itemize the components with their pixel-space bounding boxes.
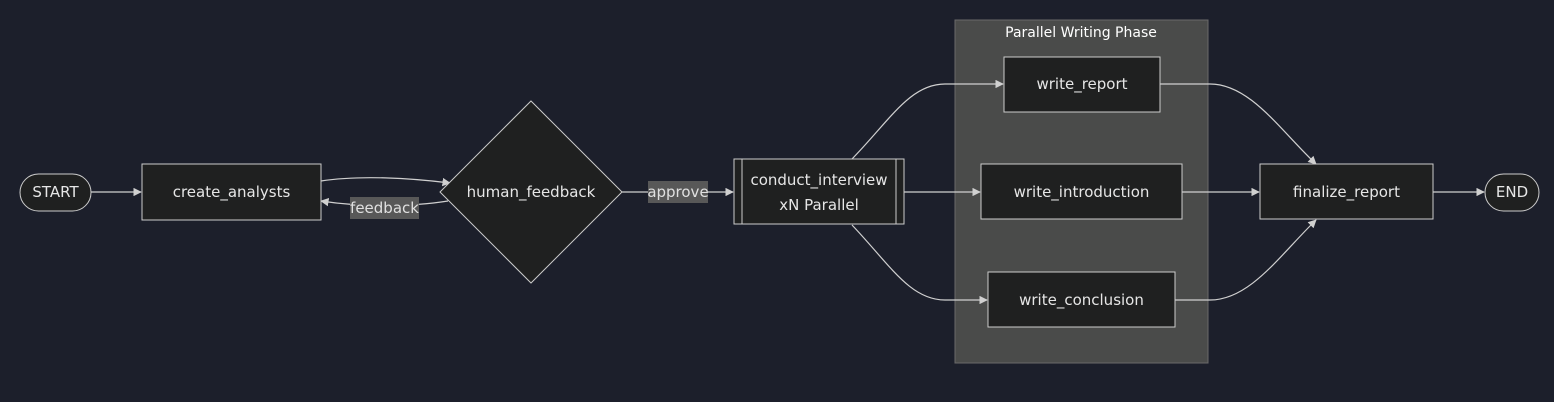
edge-write-report-to-finalize-report (1160, 83, 1317, 165)
node-finalize-report[interactable]: finalize_report (1259, 163, 1434, 220)
node-finalize-report-label: finalize_report (1293, 183, 1400, 202)
node-end[interactable]: END (1484, 173, 1540, 212)
edge-create-analysts-to-human-feedback (320, 177, 451, 187)
node-create-analysts[interactable]: create_analysts (141, 163, 322, 221)
edge-conduct-interview-to-write-conclusion (851, 224, 988, 305)
edge-label-feedback-text: feedback (350, 199, 419, 217)
node-conduct-interview-label-line1: conduct_interview (750, 171, 887, 190)
node-write-introduction-label: write_introduction (1014, 183, 1150, 202)
edge-label-approve-text: approve (647, 183, 708, 201)
edge-label-approve: approve (647, 181, 709, 203)
node-write-report[interactable]: write_report (1003, 56, 1161, 113)
cluster-title: Parallel Writing Phase (1005, 25, 1157, 41)
node-write-conclusion[interactable]: write_conclusion (987, 271, 1176, 328)
node-create-analysts-label: create_analysts (173, 183, 291, 202)
node-human-feedback[interactable]: human_feedback (439, 100, 623, 284)
edge-label-feedback: feedback (350, 197, 419, 219)
node-write-conclusion-label: write_conclusion (1019, 291, 1144, 310)
node-write-report-label: write_report (1036, 75, 1127, 94)
node-end-label: END (1496, 183, 1528, 201)
node-human-feedback-label: human_feedback (467, 183, 596, 202)
node-start[interactable]: START (19, 173, 92, 212)
node-conduct-interview-label-line2: xN Parallel (779, 196, 859, 214)
node-conduct-interview[interactable]: conduct_interview xN Parallel (733, 158, 905, 225)
edge-conduct-interview-to-write-report (851, 79, 1004, 160)
node-write-introduction[interactable]: write_introduction (980, 163, 1183, 220)
edge-write-conclusion-to-finalize-report (1175, 219, 1317, 301)
node-start-label: START (32, 183, 79, 201)
